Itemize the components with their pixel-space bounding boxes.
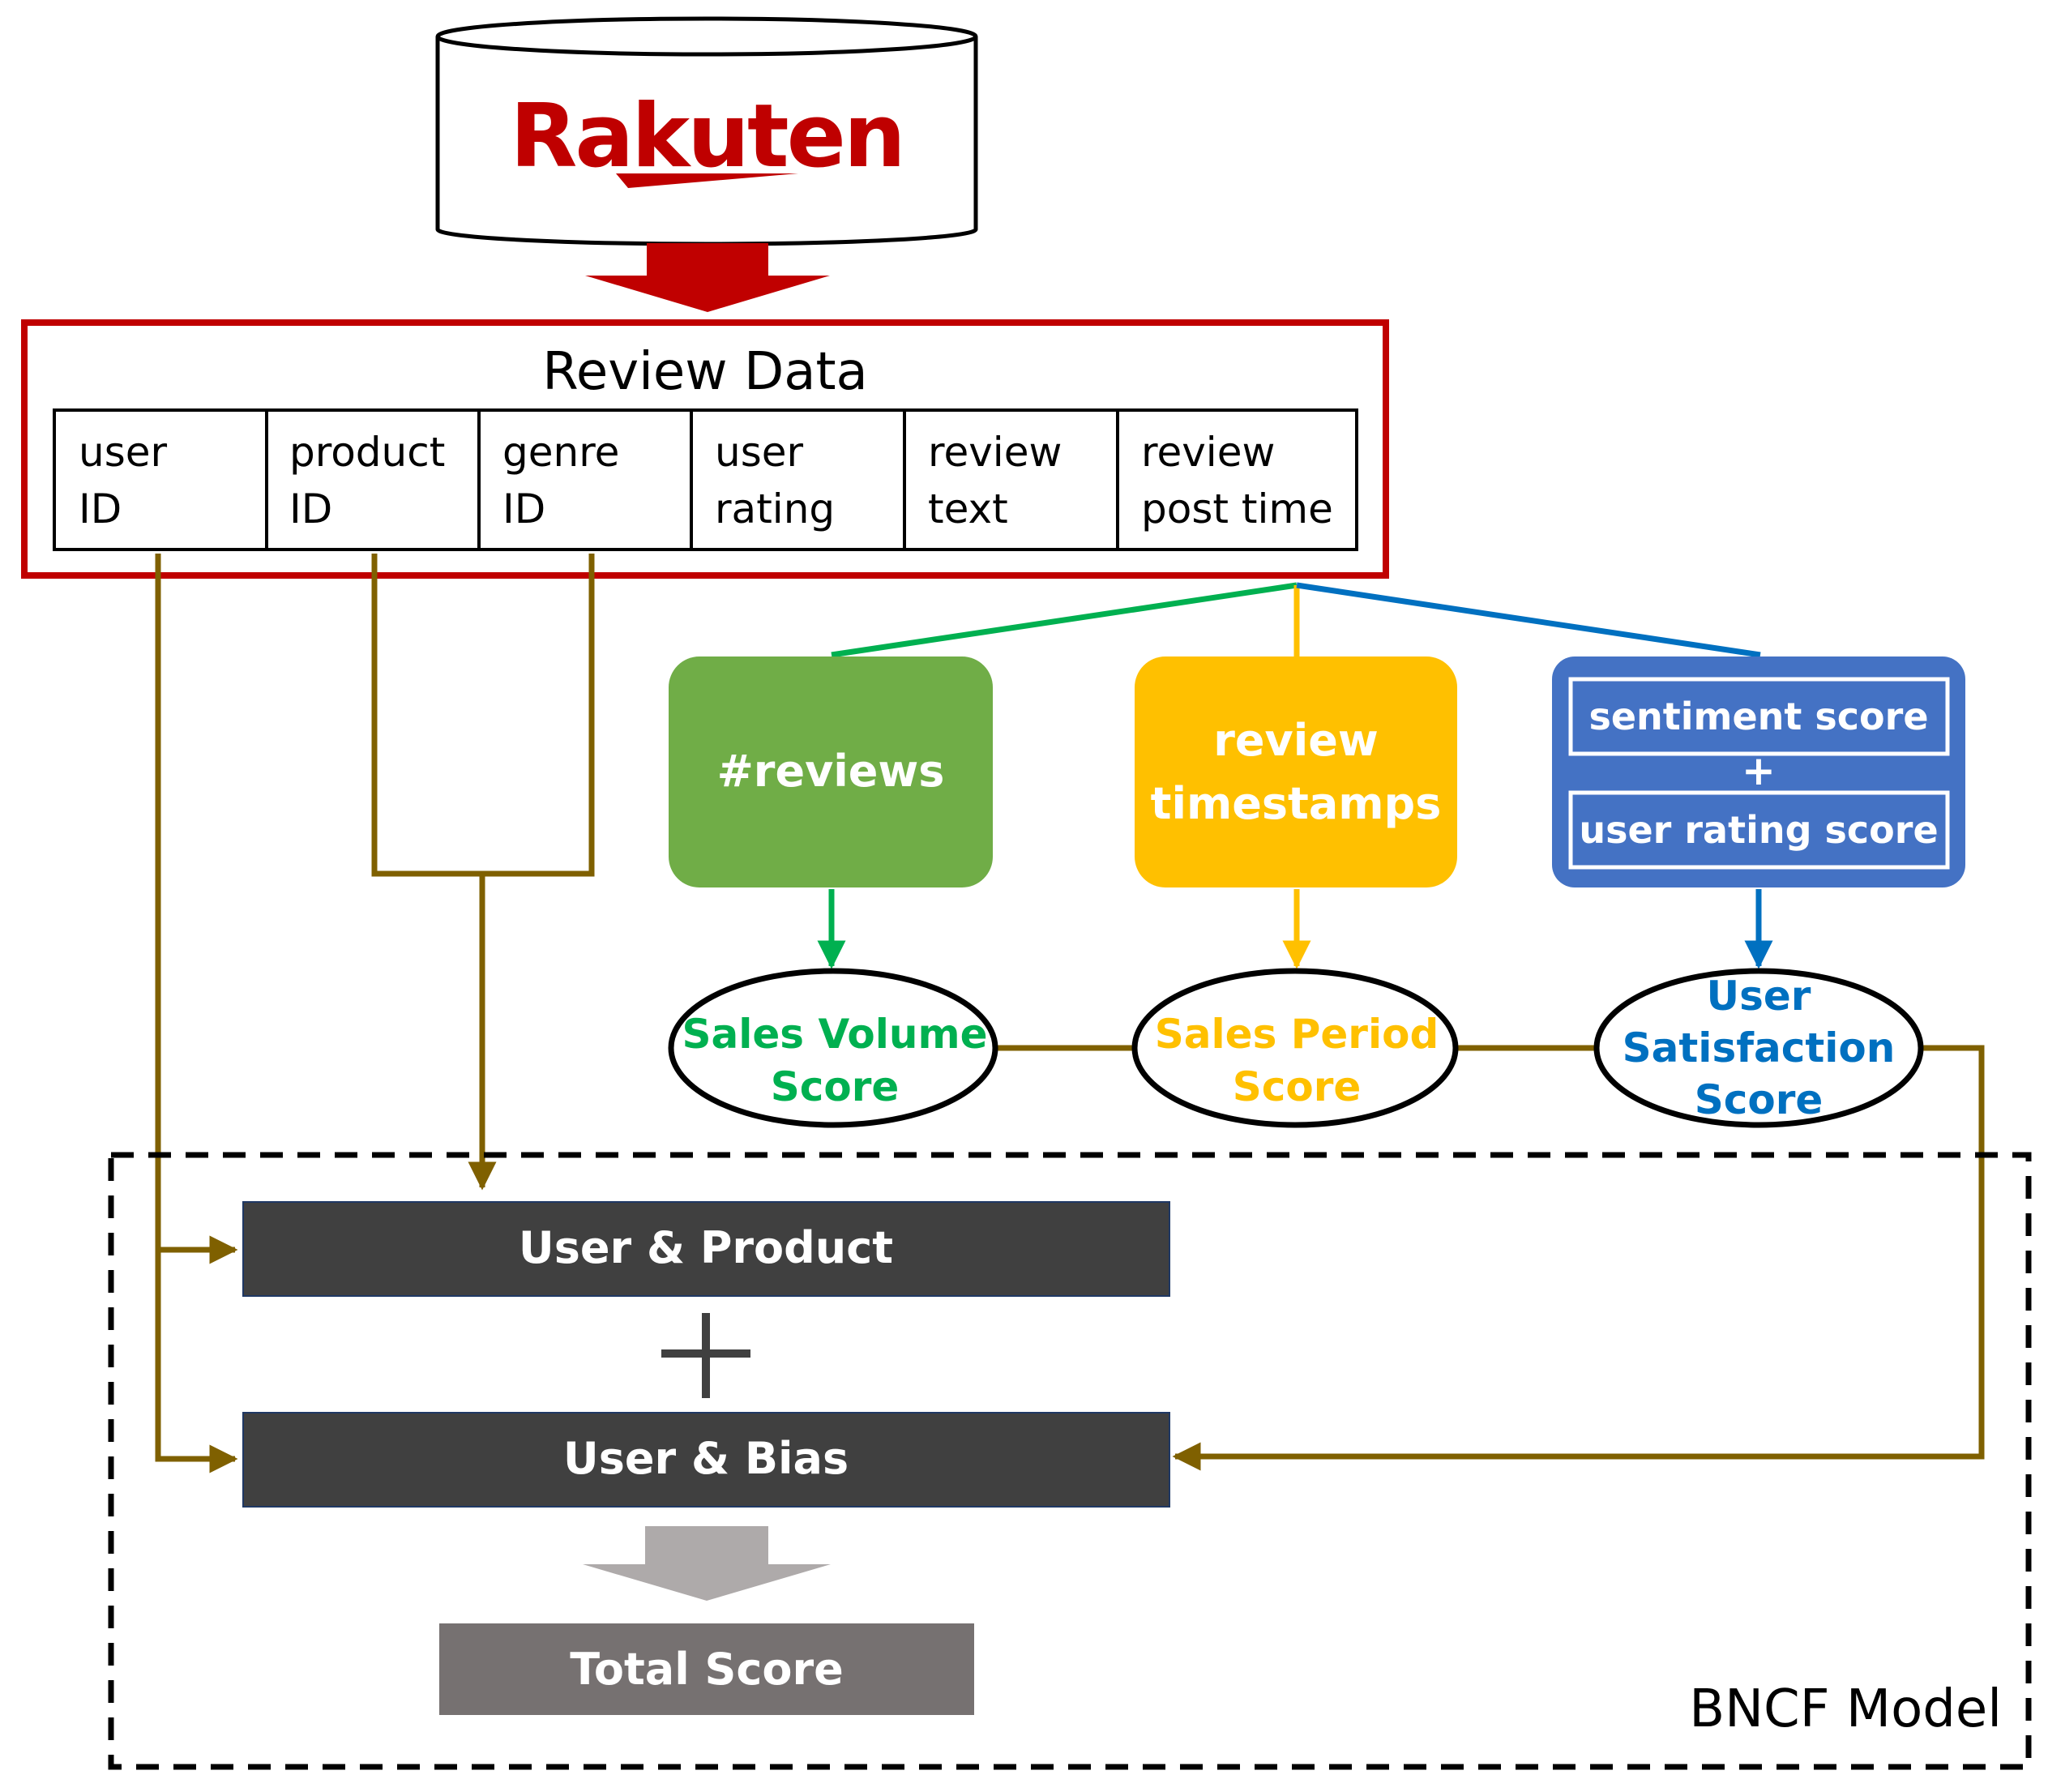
field-genre-id-line2: ID [502,485,545,532]
user-satisfaction-line3: Score [1695,1076,1824,1123]
field-user-rating: user rating [715,429,835,532]
reviews-count-label: #reviews [717,746,945,797]
rakuten-database: Rakuten [435,16,978,246]
field-review-post-time-line1: review [1141,429,1275,476]
user-rating-score-label: user rating score [1579,808,1938,852]
user-product-label: User & Product [519,1222,893,1273]
field-review-text: review text [928,429,1062,532]
field-user-id-line2: ID [79,485,122,532]
sales-volume-line1: Sales Volume [682,1011,987,1058]
rakuten-logo-text: Rakuten [510,86,904,187]
user-product-bar: User & Product [242,1201,1170,1297]
review-timestamps-box: review timestamps [1135,656,1457,887]
rakuten-logo-swoosh [616,173,798,188]
field-product-id-line2: ID [289,485,332,532]
red-down-arrow [585,243,830,312]
field-user-rating-line1: user [715,429,804,476]
gray-down-arrow [583,1526,831,1601]
sales-period-score: Sales Period Score [1131,968,1459,1128]
field-genre-id-line1: genre [502,429,619,476]
field-review-post-time: review post time [1141,429,1333,532]
reviews-count-box: #reviews [669,656,993,887]
bncf-model-label: BNCF Model [1689,1679,2002,1739]
user-bias-label: User & Bias [563,1433,849,1484]
branch-green-line [831,582,1298,658]
review-data-box: Review Data user ID product ID genre ID … [21,319,1389,579]
user-satisfaction-score: User Satisfaction Score [1593,968,1924,1128]
bncf-model-region [108,1152,2032,1770]
plus-small-label: + [1742,747,1776,794]
user-satisfaction-line1: User [1707,973,1811,1020]
total-score-label: Total Score [570,1644,844,1695]
field-review-text-line1: review [928,429,1062,476]
plus-icon [661,1313,750,1398]
field-genre-id: genre ID [502,429,619,532]
user-id-to-user-bias [155,1250,238,1473]
product-genre-merge [371,554,595,877]
field-product-id-line1: product [289,429,445,476]
sentiment-score-label: sentiment score [1588,695,1928,738]
sales-volume-line2: Score [771,1063,900,1110]
review-data-title: Review Data [542,342,868,402]
user-id-to-user-product [155,554,238,1264]
user-bias-bar: User & Bias [242,1412,1170,1508]
field-user-id-line1: user [79,429,168,476]
field-product-id: product ID [289,429,445,532]
satisfaction-to-user-bias [1172,1045,1985,1471]
total-score-box: Total Score [439,1623,974,1715]
user-satisfaction-line2: Satisfaction [1623,1024,1896,1071]
sales-volume-score: Sales Volume Score [668,968,998,1128]
sales-period-line2: Score [1233,1063,1362,1110]
branch-blue-line [1296,582,1761,658]
field-user-rating-line2: rating [715,485,835,532]
field-review-text-line2: text [928,485,1008,532]
field-user-id: user ID [79,429,168,532]
field-review-post-time-line2: post time [1141,485,1333,532]
sales-period-line1: Sales Period [1155,1011,1439,1058]
review-timestamps-line2: timestamps [1151,778,1442,829]
brown-connectors [155,554,1985,1473]
review-timestamps-line1: review [1213,715,1378,766]
sentiment-rating-box: sentiment score + user rating score [1552,656,1965,887]
